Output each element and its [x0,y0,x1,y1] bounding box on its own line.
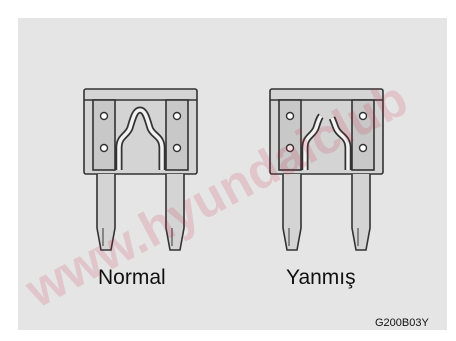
fuse-normal-label: Normal [98,266,166,290]
fuse-leg-right [166,174,184,250]
fuse-blown-illustration [269,88,384,258]
fuse-blown-label: Yanmış [286,266,356,290]
fuse-leg-right [352,174,370,250]
fuse-leg-left [97,174,115,250]
fuse-normal-illustration [83,88,198,258]
figure-code: G200B03Y [375,317,429,329]
fuse-leg-left [283,174,301,250]
